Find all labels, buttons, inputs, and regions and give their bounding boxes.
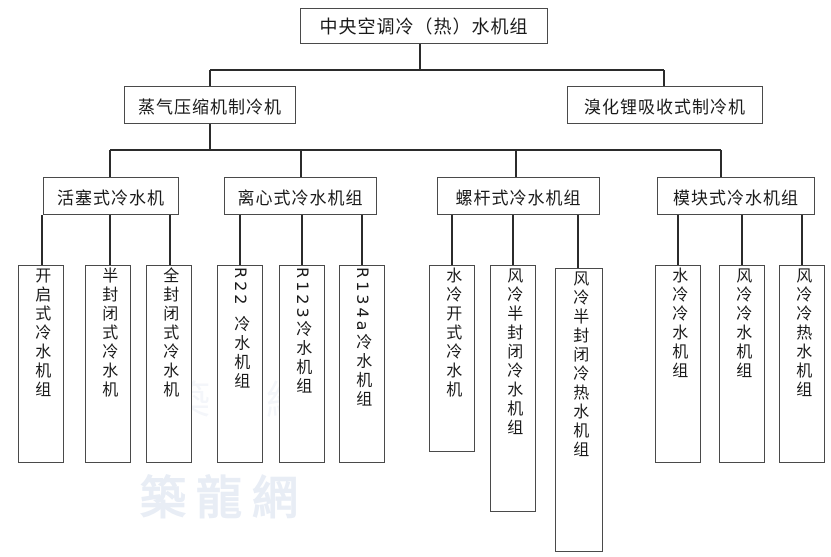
leaf-air-cooled-heat-pump-unit[interactable]: 风冷冷热水机组 [779, 265, 825, 463]
node-root[interactable]: 中央空调冷（热）水机组 [300, 8, 548, 44]
leaf-label: 水冷开式冷水机 [443, 267, 463, 400]
leaf-label: 风冷冷热水机组 [793, 267, 813, 400]
node-modular-chiller-unit[interactable]: 模块式冷水机组 [657, 177, 815, 215]
leaf-r134a-chiller-unit[interactable]: R134a冷水机组 [339, 265, 385, 463]
node-screw-chiller-unit[interactable]: 螺杆式冷水机组 [437, 177, 600, 215]
leaf-air-cooled-semi-hermetic-heat-pump-unit[interactable]: 风冷半封闭冷热水机组 [555, 268, 603, 552]
leaf-label: R134a冷水机组 [353, 267, 373, 410]
leaf-fully-hermetic-chiller[interactable]: 全封闭式冷水机 [146, 265, 192, 463]
node-vapor-compression-chiller[interactable]: 蒸气压缩机制冷机 [124, 86, 296, 124]
leaf-label: 风冷冷水机组 [733, 267, 753, 381]
watermark-logo: 築龍網 [140, 471, 308, 525]
leaf-r22-chiller-unit[interactable]: R22 冷水机组 [217, 265, 263, 463]
leaf-label: 水冷冷水机组 [669, 267, 689, 381]
leaf-r123-chiller-unit[interactable]: R123冷水机组 [279, 265, 325, 463]
leaf-air-cooled-semi-hermetic-chiller-unit[interactable]: 风冷半封闭冷水机组 [490, 265, 536, 512]
node-piston-chiller[interactable]: 活塞式冷水机 [43, 177, 179, 215]
leaf-label: R123冷水机组 [293, 267, 313, 397]
leaf-water-cooled-open-chiller[interactable]: 水冷开式冷水机 [429, 265, 475, 452]
leaf-label: R22 冷水机组 [231, 267, 251, 392]
leaf-label: 风冷半封闭冷热水机组 [570, 270, 590, 460]
node-lithium-bromide-absorption-chiller[interactable]: 溴化锂吸收式制冷机 [567, 86, 763, 124]
leaf-label: 半封闭式冷水机 [99, 267, 119, 400]
node-centrifugal-chiller-unit[interactable]: 离心式冷水机组 [224, 177, 377, 215]
leaf-open-type-chiller-unit[interactable]: 开启式冷水机组 [18, 265, 64, 463]
leaf-label: 风冷半封闭冷水机组 [504, 267, 524, 438]
leaf-semi-hermetic-chiller[interactable]: 半封闭式冷水机 [85, 265, 131, 463]
leaf-air-cooled-chiller-unit[interactable]: 风冷冷水机组 [719, 265, 765, 463]
leaf-water-cooled-chiller-unit[interactable]: 水冷冷水机组 [655, 265, 701, 463]
leaf-label: 全封闭式冷水机 [160, 267, 180, 400]
leaf-label: 开启式冷水机组 [32, 267, 52, 400]
